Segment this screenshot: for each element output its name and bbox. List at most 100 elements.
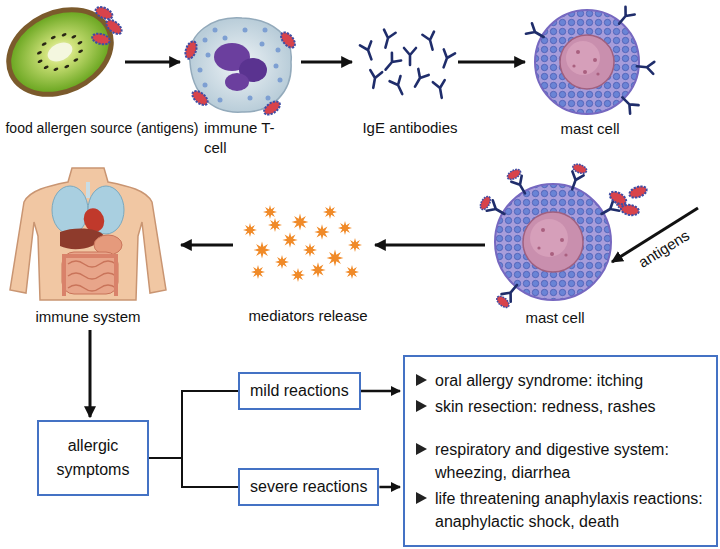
mast-cell-drawing [593,58,597,62]
ige-antibodies-drawing [380,30,396,50]
mediator-particles [251,265,265,279]
mast-cell: mast cell [488,178,612,306]
node-label: immune system [13,307,163,327]
mast-cell-drawing [495,184,611,300]
connector-arrow [458,61,525,64]
t-cell-drawing [266,96,271,101]
ige-antibodies-drawing [381,53,401,74]
mast-cell-drawing [572,64,575,67]
mast-cell-drawing [506,167,531,197]
mast-cell-drawing [618,93,639,114]
process-box: severe reactions [238,468,379,506]
mediator-particles [345,265,359,279]
mast-cell-drawing [478,195,508,220]
t-cell-drawing [213,28,218,33]
mediator-particles [310,262,325,277]
ige-antibodies-drawing [410,69,429,90]
mast-cell-drawing [478,195,492,211]
antigen [628,184,648,200]
list-text: life threatening anaphylaxis reactions: … [435,487,710,533]
connector-arrow [181,244,233,247]
mast-cell-drawing [550,252,554,256]
human-body [62,252,118,294]
mediator-particles [268,218,282,232]
t-cell-drawing [248,96,253,101]
mediator-particles [282,232,297,247]
mast-cell-drawing [576,50,580,54]
mast-cell: mast cell [528,4,646,118]
mast-cell-drawing [523,212,583,272]
list-text: oral allergy syndrome: itching [435,369,710,392]
kiwi-fruit [0,0,122,107]
t-cell-drawing [203,83,208,88]
human-body [52,186,88,234]
mediator-particles [327,250,344,267]
mediators: mediators release [236,205,372,295]
label-holder: antigens [625,219,703,278]
node-label: IgE antibodies [345,118,475,138]
t-cell-drawing [190,18,292,112]
t-cell-drawing [218,98,223,103]
antigen [104,17,124,36]
symptom-list: oral allergy syndrome: itchingskin resec… [403,355,718,547]
mediator-particles [314,224,329,239]
connector-arrow [379,486,400,489]
node-label: antigens [625,219,703,278]
kiwi-fruit [36,50,42,55]
kiwi-fruit [37,59,43,64]
mediator-particles [291,268,305,282]
kiwi-fruit [64,64,70,69]
antigen-cluster: antigens [604,186,702,208]
t-cell-drawing [223,36,228,41]
t-cell-drawing [203,38,208,43]
mediator-particles [243,205,362,282]
human-body: immune system [8,165,178,302]
list-text: respiratory and digestive system: wheezi… [435,438,710,484]
bullet-arrow [416,443,427,455]
mast-cell-drawing [537,228,567,257]
t-cell-drawing [260,42,265,47]
t-cell-drawing [183,40,199,60]
mast-cell-drawing [572,163,588,175]
ige-antibodies-drawing [422,32,438,52]
mediator-particles [275,255,289,269]
human-body [86,182,90,198]
box-label: severe reactions [250,477,367,497]
antigen [94,5,115,22]
mast-cell-drawing [567,171,584,191]
mast-cell-drawing [596,72,599,75]
mast-cell-drawing [530,219,568,257]
list-item: oral allergy syndrome: itching [413,369,710,392]
label-holder: mast cell [535,119,645,139]
node-label: mast cell [500,308,610,328]
kiwi-fruit [78,49,84,54]
kiwi-fruit [61,32,67,37]
node-label: mast cell [535,119,645,139]
mast-cell-drawing [583,70,587,74]
mast-cell-drawing [572,50,599,76]
node-label: mediators release [228,306,388,326]
kiwi-fruit [53,67,59,72]
mast-cell-drawing [560,238,564,242]
t-cell-drawing [274,64,279,69]
mast-cell-drawing [636,60,654,73]
ige-antibodies-drawing [433,80,448,99]
kiwi-fruit [45,39,76,65]
mast-cell-drawing [535,10,639,114]
connector-arrow [375,244,485,247]
human-body [10,168,166,300]
process-box: mild reactions [238,372,361,410]
mast-cell-drawing [537,246,540,249]
bullet-arrow [416,374,427,386]
mediator-particles [348,238,362,252]
label-holder: immune T-cell [204,118,276,158]
kiwi-fruit [73,58,79,63]
kiwi-fruit [0,0,129,114]
ige-antibodies-drawing [360,41,377,61]
connector-arrow [89,330,92,417]
antigen [608,184,648,216]
mast-cell-drawing [495,280,523,309]
kiwi-fruit [0,0,129,114]
kiwi-fruit [43,65,49,70]
t-cell-drawing [262,99,282,118]
